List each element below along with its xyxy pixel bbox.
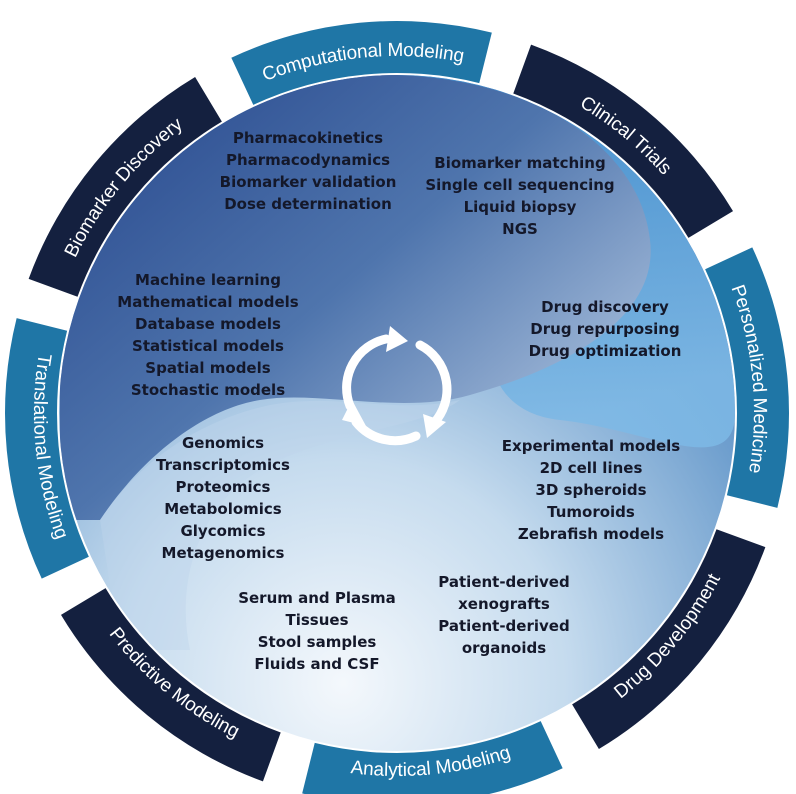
list-item: xenografts — [458, 595, 550, 613]
ring-segment-drug — [572, 529, 766, 750]
cycle-arrows-icon — [342, 326, 452, 446]
list-item: Experimental models — [501, 437, 681, 455]
list-item: 2D cell lines — [539, 459, 643, 477]
list-item: Transcriptomics — [156, 456, 290, 474]
list-item: Mathematical models — [117, 293, 299, 311]
list-item: Fluids and CSF — [254, 655, 380, 673]
list-item: Genomics — [181, 434, 265, 452]
dark-swirl — [60, 75, 651, 520]
list-item: Serum and Plasma — [238, 589, 396, 607]
ring-segment-analytical — [302, 721, 563, 794]
list-item: Stool samples — [257, 633, 377, 651]
ring-segment-clinical — [513, 44, 734, 238]
list-item: Patient-derived — [438, 617, 570, 635]
list-item: Patient-derived — [438, 573, 570, 591]
list-item: Single cell sequencing — [425, 176, 615, 194]
list-item: Proteomics — [175, 478, 271, 496]
list-item: Liquid biopsy — [463, 198, 577, 216]
omics-list: Genomics Transcriptomics Proteomics Meta… — [156, 432, 290, 564]
list-item: Metabolomics — [164, 500, 282, 518]
list-item: Dose determination — [224, 195, 392, 213]
list-item: Spatial models — [145, 359, 271, 377]
list-item: Zebrafish models — [517, 525, 665, 543]
list-item: Metagenomics — [161, 544, 285, 562]
ring-segment-personalized — [705, 247, 789, 508]
list-item: Drug repurposing — [530, 320, 680, 338]
list-item: Database models — [135, 315, 281, 333]
drug-development-list: Drug discovery Drug repurposing Drug opt… — [529, 296, 682, 362]
list-item: Biomarker validation — [219, 173, 397, 191]
list-item: Machine learning — [135, 271, 281, 289]
list-item: Tissues — [285, 611, 349, 629]
list-item: 3D spheroids — [535, 481, 647, 499]
list-item: Drug discovery — [541, 298, 669, 316]
patient-derived-list: Patient-derived xenografts Patient-deriv… — [438, 571, 569, 659]
list-item: Tumoroids — [547, 503, 635, 521]
light-swirl — [100, 400, 460, 650]
list-item: NGS — [502, 220, 538, 238]
ring-segment-predictive — [60, 588, 281, 782]
computational-modeling-list: Machine learning Mathematical models Dat… — [117, 269, 298, 401]
experimental-models-list: Experimental models 2D cell lines 3D sph… — [502, 435, 680, 545]
list-item: Pharmacokinetics — [232, 129, 384, 147]
list-item: Glycomics — [180, 522, 266, 540]
list-item: Pharmacodynamics — [225, 151, 391, 169]
clinical-trials-list: Pharmacokinetics Pharmacodynamics Biomar… — [220, 127, 397, 215]
list-item: organoids — [461, 639, 547, 657]
list-item: Biomarker matching — [434, 154, 606, 172]
list-item: Drug optimization — [528, 342, 682, 360]
ring-segment-biomarker — [28, 76, 222, 297]
list-item: Stochastic models — [130, 381, 286, 399]
samples-list: Serum and Plasma Tissues Stool samples F… — [238, 587, 396, 675]
personalized-medicine-list: Biomarker matching Single cell sequencin… — [425, 152, 614, 240]
ring-segment-translational — [4, 318, 89, 579]
list-item: Statistical models — [132, 337, 284, 355]
ring-segment-computational — [231, 21, 492, 105]
